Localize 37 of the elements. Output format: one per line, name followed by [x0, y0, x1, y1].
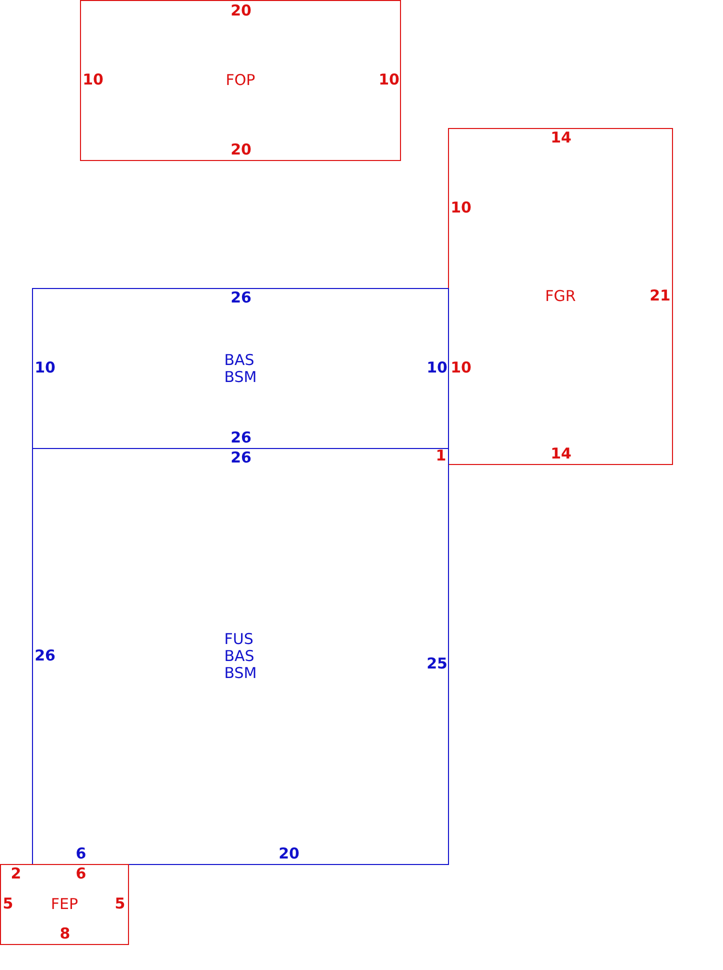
dimension-label: 10	[450, 360, 472, 376]
dimension-label: 10	[426, 360, 448, 376]
dimension-label: 5	[2, 896, 14, 912]
dimension-label: 21	[650, 288, 670, 304]
dimension-label: 20	[278, 846, 300, 862]
plan-area	[32, 288, 449, 449]
area-code: BAS	[224, 352, 256, 368]
dimension-label: 8	[60, 926, 70, 942]
dimension-label: 10	[34, 360, 56, 376]
plan-area	[0, 864, 129, 945]
area-code: BSM	[224, 368, 257, 386]
dimension-label: 26	[230, 450, 252, 466]
dimension-label: 14	[550, 446, 572, 462]
dimension-label: 26	[34, 648, 56, 664]
dimension-label: 10	[82, 72, 104, 88]
dimension-label: 25	[426, 656, 448, 672]
dimension-label: 6	[76, 866, 86, 882]
plan-area	[32, 448, 449, 865]
dimension-label: 2	[10, 866, 22, 882]
dimension-label: 26	[230, 290, 252, 306]
dimension-label: 5	[114, 896, 126, 912]
plan-area	[80, 0, 401, 161]
dimension-label: 26	[230, 430, 252, 446]
area-code: FGR	[545, 288, 576, 305]
plan-area	[448, 128, 673, 465]
dimension-label: 6	[76, 846, 86, 862]
dimension-label: 1	[436, 448, 446, 464]
dimension-label: 20	[230, 2, 252, 20]
area-code: BSM	[224, 665, 257, 682]
dimension-label: 14	[550, 130, 572, 146]
area-code: BAS	[224, 648, 256, 665]
dimension-label: 10	[378, 72, 400, 88]
area-code: FOP	[226, 72, 256, 89]
area-code: FEP	[50, 896, 78, 913]
dimension-label: 10	[450, 200, 472, 216]
area-code: FUS	[224, 631, 254, 648]
dimension-label: 20	[230, 142, 252, 158]
